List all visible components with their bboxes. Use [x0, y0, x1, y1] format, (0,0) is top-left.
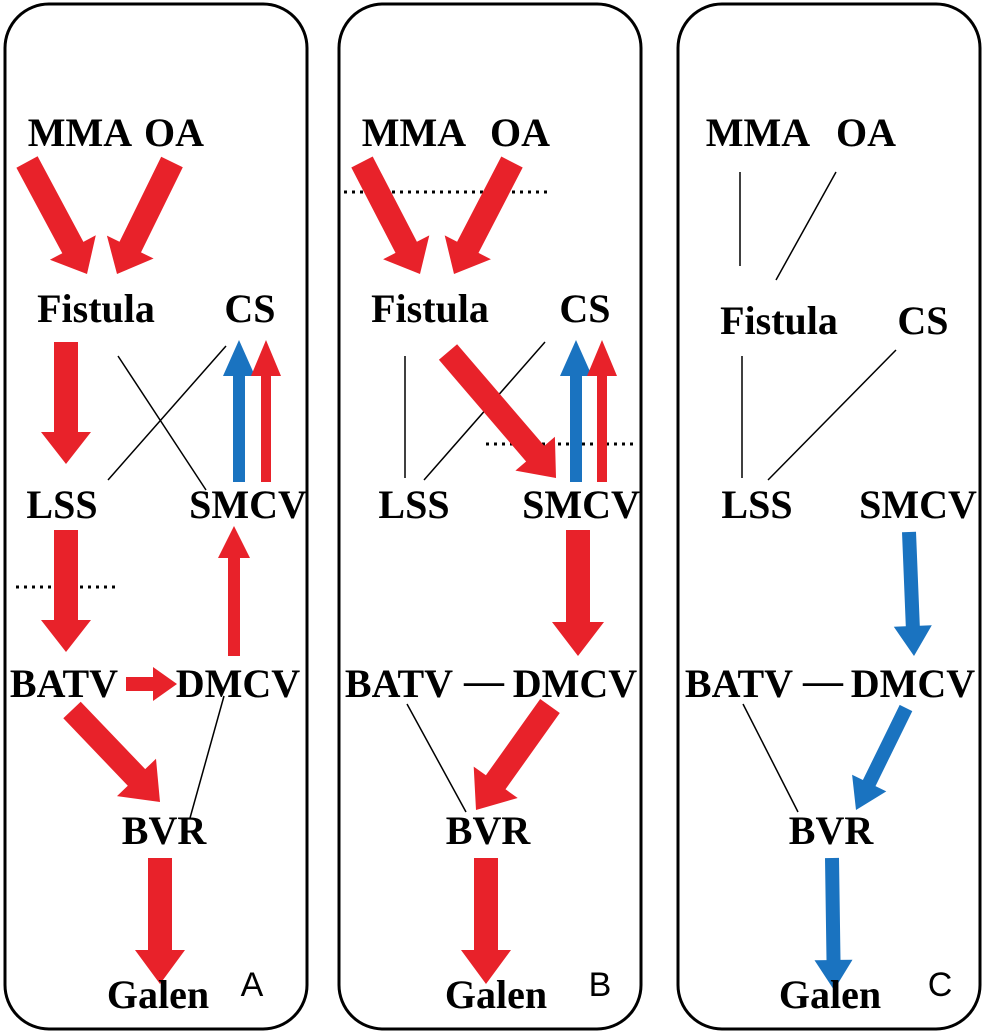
panel-c-arrow-bvr-galen — [814, 857, 853, 990]
panel-a-link-dmcv-bvr — [189, 695, 225, 819]
panel-c-arrow-smcv-dmcv-shape — [893, 531, 932, 656]
panel-b-node-smcv: SMCV — [522, 482, 640, 527]
panel-a-arrow-oa-fistula-shape — [106, 156, 183, 274]
panel-a-arrow-smcv-cs-red-shape — [251, 340, 281, 482]
panel-b-arrow-smcv-dmcv — [552, 530, 604, 656]
panel-c-arrow-dmcv-bvr — [852, 704, 913, 810]
panel-c-node-lss: LSS — [721, 482, 792, 527]
panel-a-arrow-smcv-cs-red — [251, 340, 281, 482]
panel-c-node-fistula: Fistula — [720, 298, 838, 343]
panel-c-separator: — — [802, 658, 844, 703]
panel-a-arrow-lss-batv — [41, 530, 91, 652]
panel-a: MMA OA Fistula CS LSS SMCV BATV DMCV BVR… — [3, 2, 309, 1031]
panel-b-arrow-smcv-dmcv-shape — [552, 530, 604, 656]
panel-a-node-batv: BATV — [10, 661, 118, 706]
panel-b-arrow-smcv-cs-blue-shape — [560, 340, 592, 482]
panel-c-node-bvr: BVR — [789, 808, 875, 853]
panel-a-arrow-batv-bvr-shape — [63, 701, 160, 802]
panel-a-arrow-smcv-cs-blue — [223, 340, 255, 482]
panel-b-arrow-bvr-galen — [461, 858, 511, 984]
panel-c-arrow-smcv-dmcv — [893, 531, 932, 656]
panel-b-arrow-mma-fistula-shape — [351, 156, 430, 274]
panel-a-link-fistula-smcv — [117, 355, 207, 491]
panel-b-arrow-dmcv-bvr — [473, 699, 560, 810]
panel-c-node-galen: Galen — [779, 972, 881, 1017]
panel-b-arrow-mma-fistula — [351, 156, 430, 274]
panel-c-node-smcv: SMCV — [859, 482, 977, 527]
panel-c-node-mma: MMA — [706, 110, 811, 155]
panel-b-link-batv-bvr — [406, 703, 467, 813]
panel-c-node-batv: BATV — [685, 661, 793, 706]
panel-c-arrow-dmcv-bvr-shape — [852, 704, 913, 810]
panel-b-node-fistula: Fistula — [371, 286, 489, 331]
panel-c-link-batv-bvr — [742, 703, 799, 813]
panel-b-node-bvr: BVR — [446, 808, 532, 853]
panel-a-arrow-dmcv-smcv-shape — [218, 526, 250, 656]
panel-c-node-cs: CS — [897, 298, 948, 343]
panel-a-arrow-dmcv-smcv — [218, 526, 250, 656]
panel-a-arrow-batv-dmcv-shape — [126, 667, 177, 701]
panel-a-arrow-fistula-lss-shape — [41, 342, 91, 464]
panel-b-arrow-smcv-cs-blue — [560, 340, 592, 482]
panel-b-arrow-oa-fistula-shape — [444, 156, 523, 274]
panel-b-arrow-fistula-smcv-shape — [438, 344, 556, 478]
panel-b-node-galen: Galen — [445, 972, 547, 1017]
panel-a-node-mma: MMA — [28, 110, 133, 155]
panel-a-node-fistula: Fistula — [37, 286, 155, 331]
panel-a-node-lss: LSS — [26, 482, 97, 527]
panel-a-arrow-oa-fistula — [106, 156, 183, 274]
panel-b-arrow-smcv-cs-red-shape — [587, 340, 617, 482]
panel-c-node-oa: OA — [836, 110, 896, 155]
panel-a-node-dmcv: DMCV — [176, 661, 301, 706]
panel-b-separator: — — [463, 658, 505, 703]
panel-a-node-galen: Galen — [107, 972, 209, 1017]
panel-b-arrow-bvr-galen-shape — [461, 858, 511, 984]
panel-b-label: B — [589, 966, 612, 1004]
panel-b-node-cs: CS — [559, 286, 610, 331]
panel-a-label: A — [241, 966, 264, 1004]
panel-c-link-cs-lss — [767, 349, 897, 481]
panel-b-arrow-fistula-smcv — [438, 344, 556, 478]
panel-b-node-mma: MMA — [362, 110, 467, 155]
panel-a-arrow-bvr-galen-shape — [135, 858, 185, 984]
panel-c-label: C — [928, 966, 953, 1004]
panel-c-link-oa-fistula — [775, 171, 837, 281]
panel-a-arrow-fistula-lss — [41, 342, 91, 464]
panel-b-node-lss: LSS — [378, 482, 449, 527]
panel-a-node-smcv: SMCV — [189, 482, 307, 527]
panel-a-arrow-smcv-cs-blue-shape — [223, 340, 255, 482]
panel-b-node-dmcv: DMCV — [513, 661, 638, 706]
panel-a-link-cs-lss — [107, 345, 227, 481]
panel-b-node-oa: OA — [490, 110, 550, 155]
panel-c-node-dmcv: DMCV — [851, 661, 976, 706]
panel-b-arrow-smcv-cs-red — [587, 340, 617, 482]
panel-c: MMA OA Fistula CS LSS SMCV BATV — DMCV B… — [676, 2, 982, 1031]
panel-a-arrow-mma-fistula — [16, 156, 96, 274]
panel-a-arrow-batv-bvr — [63, 701, 160, 802]
panel-c-frame — [676, 2, 982, 1031]
panel-a-arrow-batv-dmcv — [126, 667, 177, 701]
panel-a-node-cs: CS — [224, 286, 275, 331]
panel-b-node-batv: BATV — [345, 661, 453, 706]
panel-a-arrow-bvr-galen — [135, 858, 185, 984]
panel-c-arrow-bvr-galen-shape — [814, 857, 853, 990]
panel-a-arrow-mma-fistula-shape — [16, 156, 96, 274]
panel-b-arrow-dmcv-bvr-shape — [473, 699, 560, 810]
panel-b-arrow-oa-fistula — [444, 156, 523, 274]
panel-a-node-oa: OA — [144, 110, 204, 155]
panel-a-node-bvr: BVR — [122, 808, 208, 853]
panel-b: MMA OA Fistula CS LSS SMCV BATV — DMCV B… — [337, 2, 643, 1031]
panel-a-arrow-lss-batv-shape — [41, 530, 91, 652]
